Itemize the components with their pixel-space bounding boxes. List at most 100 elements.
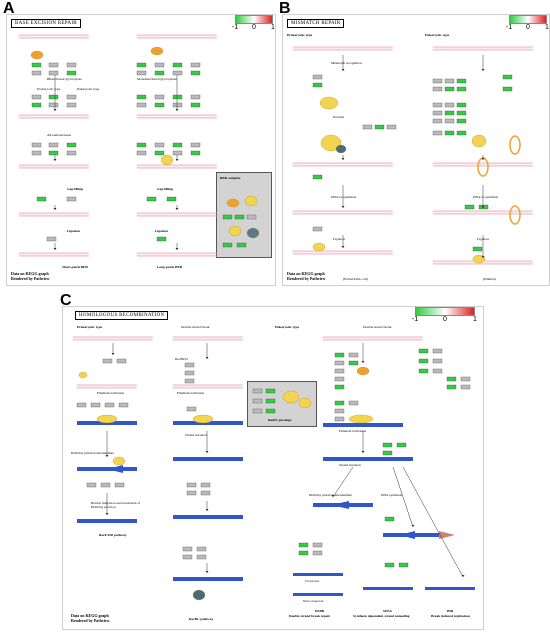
c-brca-gene [460, 384, 471, 390]
c-dna-prok-3 [76, 384, 137, 389]
b-euk-gene-2 [444, 86, 455, 92]
a-gene-right [190, 102, 201, 108]
c-ruvab-blob [112, 456, 126, 466]
c-rad51-gene [252, 408, 263, 414]
c-brca-gene [418, 348, 429, 354]
c-pri-gene [182, 546, 193, 552]
b-muts-blob [319, 96, 339, 110]
a-gene-right [136, 142, 147, 148]
panel-b-footer-line-1: Data on KEGG graph [287, 271, 325, 276]
c-bir-strand [425, 587, 475, 590]
c-brca-gene [446, 384, 457, 390]
panel-b-footer-line-2: Rendered by Pathview [287, 276, 326, 281]
b-exo-gene [362, 124, 373, 130]
a-gene-left [48, 70, 59, 76]
c-pri-gene [196, 554, 207, 560]
a-polymerase [160, 154, 174, 166]
c-label-bir: BIR [447, 609, 454, 613]
c-holliday-arrow [107, 465, 123, 473]
a-dna-r3 [136, 164, 217, 169]
b-dna-mid-right [432, 162, 533, 167]
c-pol-blob [192, 589, 206, 601]
c-recj-gene [116, 358, 127, 364]
c-blue-strand-4 [173, 457, 243, 461]
b-arrow-4-head [481, 158, 485, 160]
c-brca-gene [432, 368, 443, 374]
c-euk-arrow [331, 501, 349, 509]
a-inset-protein-4 [246, 227, 260, 239]
c-label-filament: Filament formation [97, 391, 125, 395]
c-brca-gene [446, 376, 457, 382]
c-ruv-gene-2 [186, 482, 197, 488]
a-gene-right [136, 102, 147, 108]
c-sdsa-gene [398, 562, 409, 568]
c-brca-gene [418, 368, 429, 374]
c-label-sdsa: SDSA [383, 609, 392, 613]
c-arrow-11-head [411, 525, 415, 527]
a-gene-left [31, 102, 42, 108]
c-rad-gene [334, 400, 345, 406]
a-gene-right [154, 150, 165, 156]
panel-a-footer-line-1: Data on KEGG graph [11, 271, 49, 276]
a-gene-right [154, 142, 165, 148]
c-label-dsb: Double strand break [181, 325, 210, 329]
a-gene-right [190, 150, 201, 156]
c-dna-prok-2 [172, 336, 243, 341]
legend-tick: 0 [443, 316, 447, 323]
c-recfor-gene [90, 402, 101, 408]
c-recq-gene [102, 358, 113, 364]
c-label-dsbr-sub: Double strand break repair [289, 614, 330, 618]
c-crossover-strand [293, 573, 343, 576]
b-arrow-6-head [481, 206, 485, 208]
a-inset-protein-3 [228, 225, 242, 237]
b-euk-gene-3 [456, 86, 467, 92]
c-mrn-gene [334, 368, 345, 374]
a-dna-top-left [18, 34, 89, 39]
b-euk-gene [432, 102, 443, 108]
c-label-dna-synth: DNA synthesis [381, 493, 403, 497]
a-gene-right [172, 102, 183, 108]
b-arrow-7-head [341, 246, 345, 248]
ber-complex-title: BER complex [220, 176, 241, 180]
c-euk-arrow-2 [399, 531, 415, 539]
c-label-sdsa-sub: Synthesis dependent strand annealing [353, 614, 410, 618]
legend-gradient-bar [509, 15, 547, 24]
a-lig-gene-2 [156, 236, 167, 242]
a-inset-protein-1 [226, 198, 240, 208]
panel-b-footer: Data on KEGG graph Rendered by Pathview [287, 271, 326, 281]
b-dna-r3 [432, 210, 533, 215]
a-dna-l4 [18, 212, 89, 217]
c-sdsa-strand [363, 587, 413, 590]
legend-tick: -1 [411, 316, 419, 323]
c-label-holliday: Holliday junction intermediate [71, 451, 114, 455]
a-inset-gene-5 [236, 242, 247, 248]
a-label-ligation-2: Ligation [155, 229, 168, 233]
a-gene-right [154, 102, 165, 108]
a-gene-right [154, 62, 165, 68]
c-rad51-blob-2 [298, 397, 312, 409]
c-arrow-7-head [205, 571, 209, 573]
panel-b-title: MISMATCH REPAIR [287, 19, 345, 28]
a-dna-mid-right [136, 114, 217, 119]
c-arrow-4-head [205, 451, 209, 453]
c-label-branch: Branch migration and resolution of Holli… [91, 501, 141, 509]
c-pri-gene [182, 554, 193, 560]
c-arrow-3-head [105, 455, 109, 457]
panel-c-legend: -1 0 1 [412, 307, 477, 323]
a-gene-right [172, 150, 183, 156]
c-label-dsbr: DSBR [315, 609, 325, 613]
a-inset-gene-3 [246, 214, 257, 220]
c-dna-prok-1 [72, 336, 153, 341]
legend-tick: -1 [231, 24, 239, 31]
a-gene-right [190, 62, 201, 68]
a-gene-right [172, 142, 183, 148]
a-dna-l5 [18, 252, 89, 257]
c-pri-gene [196, 546, 207, 552]
c-dna-prok-4 [172, 384, 243, 389]
c-blue-strand-6 [173, 515, 243, 519]
legend-tick: 1 [473, 316, 477, 323]
b-euk-gene [432, 86, 443, 92]
b-euk-gene-2 [444, 118, 455, 124]
b-lig-gene [312, 226, 323, 232]
